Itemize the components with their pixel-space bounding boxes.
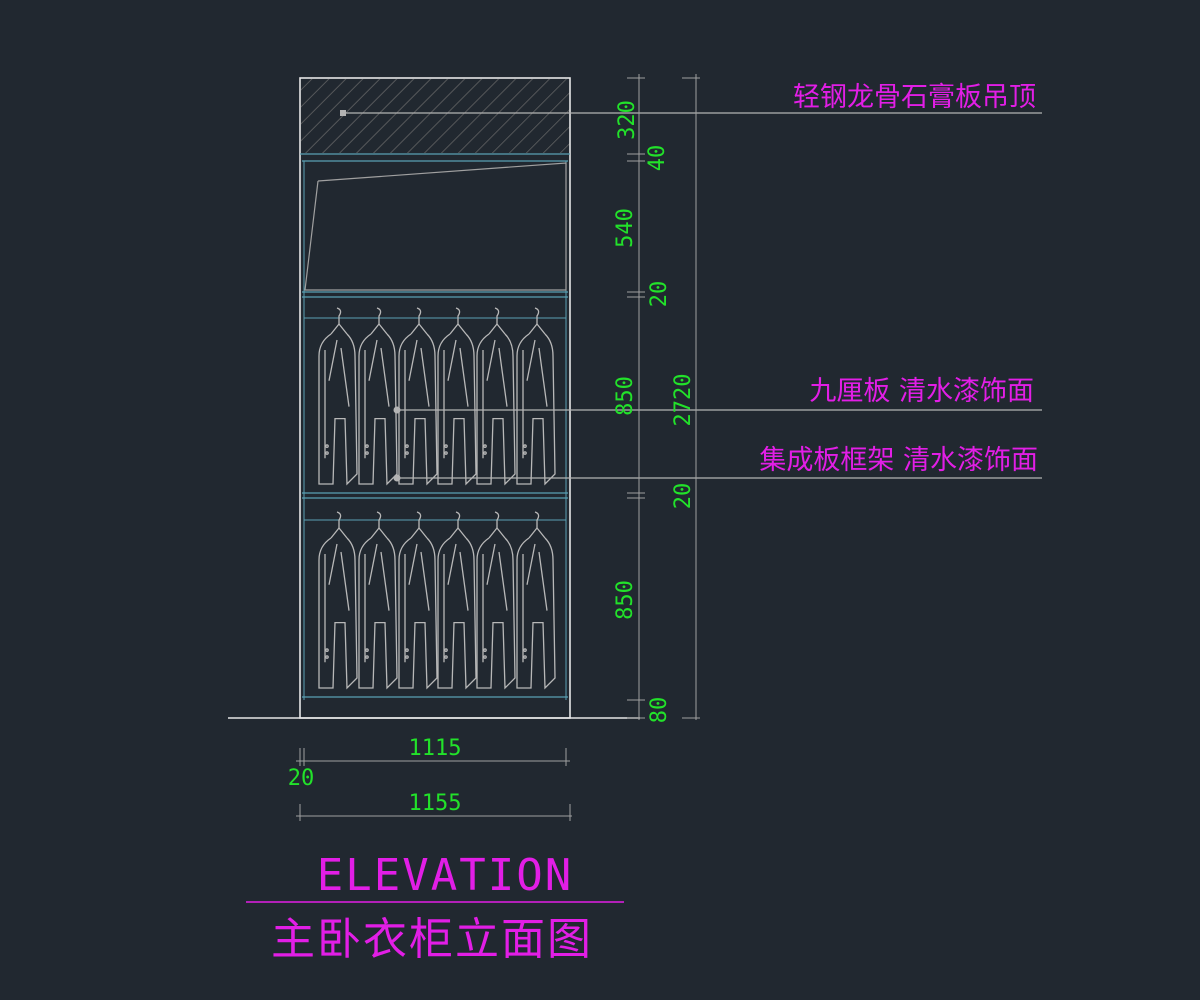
dim-hanging-upper: 850 — [613, 376, 638, 416]
wardrobe-outline — [299, 77, 571, 719]
dim-shelf-2: 20 — [671, 483, 696, 510]
garment-on-hanger — [318, 307, 358, 486]
hanging-garments-lower — [318, 511, 556, 690]
drawing-title-en: ELEVATION — [317, 850, 573, 901]
garment-on-hanger — [398, 511, 438, 690]
garment-on-hanger — [318, 511, 358, 690]
dim-total-height: 2720 — [671, 374, 696, 427]
garment-on-hanger — [437, 511, 477, 690]
hanging-garments-upper — [318, 307, 556, 486]
garment-on-hanger — [516, 307, 556, 486]
garment-on-hanger — [516, 511, 556, 690]
dim-hanging-lower: 850 — [613, 580, 638, 620]
dim-upper-cabinet: 540 — [613, 208, 638, 248]
annotation-leaders — [340, 110, 1042, 482]
garment-on-hanger — [358, 307, 398, 486]
dim-total-width: 1155 — [409, 791, 462, 816]
annotation-panel: 九厘板 清水漆饰面 — [809, 376, 1034, 407]
garment-on-hanger — [358, 511, 398, 690]
garment-on-hanger — [476, 307, 516, 486]
annotation-ceiling: 轻钢龙骨石膏板吊顶 — [793, 82, 1036, 113]
cabinet-frame — [300, 153, 570, 700]
dim-inner-width: 1115 — [409, 736, 462, 761]
dim-plinth: 80 — [647, 697, 672, 724]
horizontal-dimension-lines — [296, 748, 572, 821]
garment-on-hanger — [437, 307, 477, 486]
garment-on-hanger — [398, 307, 438, 486]
dim-top-rail: 40 — [645, 145, 670, 172]
dim-side-panel: 20 — [288, 766, 315, 791]
garment-on-hanger — [476, 511, 516, 690]
dim-shelf-1: 20 — [647, 281, 672, 308]
annotation-frame: 集成板框架 清水漆饰面 — [759, 445, 1038, 476]
vertical-dimension-lines — [627, 74, 700, 720]
drawing-title-cn: 主卧衣柜立面图 — [271, 914, 593, 965]
dim-ceiling-height: 320 — [615, 100, 640, 140]
